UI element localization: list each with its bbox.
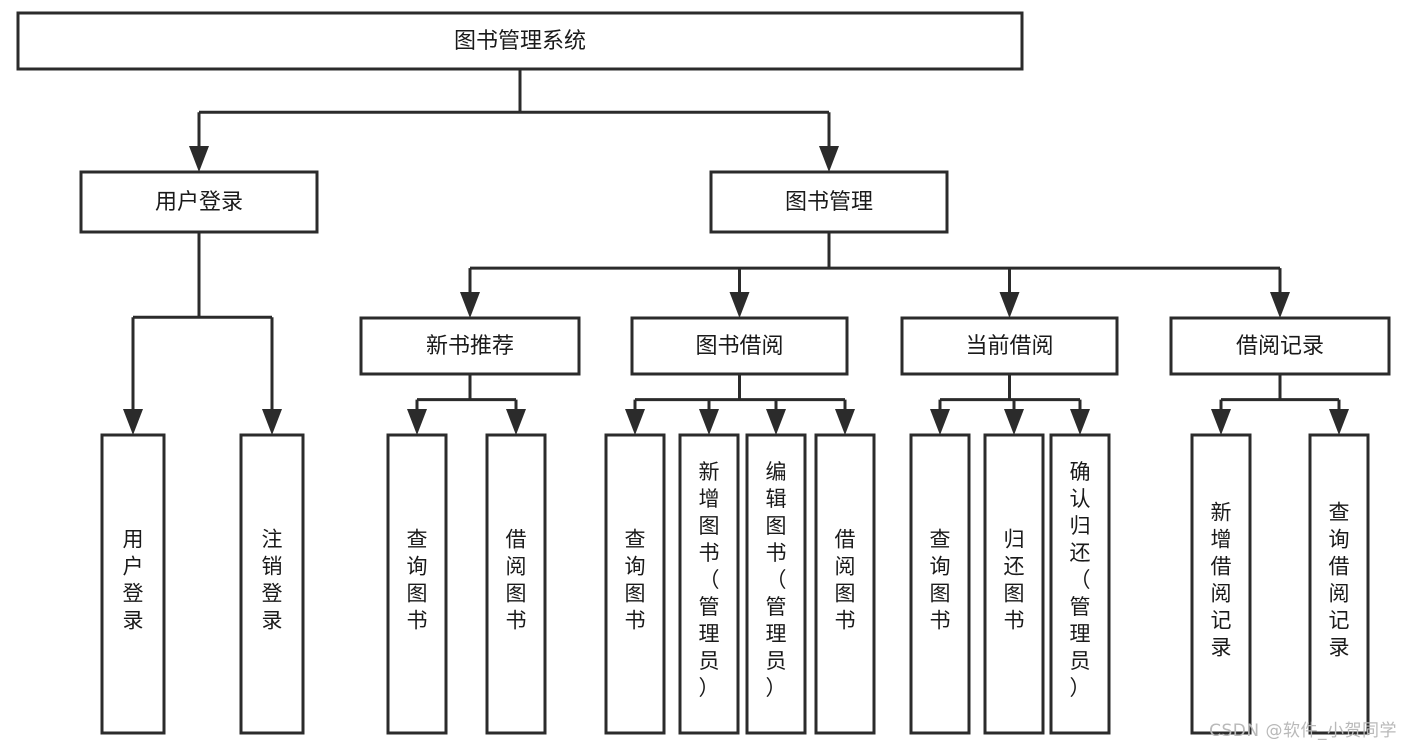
- node-leaf-borrow-book-1[interactable]: 借阅图书: [485, 433, 547, 735]
- node-label: 图书管理: [785, 190, 873, 215]
- node-new-book-rec[interactable]: 新书推荐: [359, 316, 581, 376]
- node-current-borrow[interactable]: 当前借阅: [900, 316, 1119, 376]
- node-box[interactable]: [630, 316, 849, 376]
- node-box[interactable]: [1308, 433, 1370, 735]
- node-book-borrow[interactable]: 图书借阅: [630, 316, 849, 376]
- node-label: 确认归还（管理员）: [1070, 460, 1091, 700]
- arrowhead-icon: [729, 292, 750, 318]
- node-leaf-edit-book[interactable]: 编辑图书（管理员）: [745, 433, 807, 735]
- node-leaf-add-record[interactable]: 新增借阅记录: [1190, 433, 1252, 735]
- node-label: 查询图书: [930, 528, 951, 633]
- arrowhead-icon: [189, 146, 209, 172]
- node-box[interactable]: [485, 433, 547, 735]
- arrowhead-icon: [1211, 409, 1231, 435]
- node-label: 查询图书: [407, 528, 428, 633]
- arrowhead-icon: [506, 409, 526, 435]
- connector-group: [460, 232, 1290, 318]
- node-label: 新增借阅记录: [1211, 501, 1232, 660]
- connector-group: [123, 232, 282, 435]
- node-box[interactable]: [1190, 433, 1252, 735]
- node-box[interactable]: [745, 433, 807, 735]
- arrowhead-icon: [1070, 409, 1090, 435]
- node-leaf-return-book[interactable]: 归还图书: [983, 433, 1045, 735]
- arrowhead-icon: [999, 292, 1020, 318]
- arrowhead-icon: [123, 409, 143, 435]
- connector-group: [625, 374, 855, 435]
- node-box[interactable]: [983, 433, 1045, 735]
- node-box[interactable]: [386, 433, 448, 735]
- node-label: 归还图书: [1004, 528, 1025, 633]
- node-box[interactable]: [100, 433, 166, 735]
- node-leaf-user-login[interactable]: 用户登录: [100, 433, 166, 735]
- node-box[interactable]: [678, 433, 740, 735]
- node-box[interactable]: [814, 433, 876, 735]
- node-leaf-query-book-1[interactable]: 查询图书: [386, 433, 448, 735]
- node-label: 编辑图书（管理员）: [766, 460, 787, 700]
- arrowhead-icon: [766, 409, 786, 435]
- arrowhead-icon: [625, 409, 645, 435]
- node-label: 新书推荐: [426, 334, 514, 359]
- node-leaf-query-book-2[interactable]: 查询图书: [604, 433, 666, 735]
- node-label: 图书借阅: [695, 334, 783, 359]
- arrowhead-icon: [930, 409, 950, 435]
- node-label: 新增图书（管理员）: [699, 460, 720, 700]
- arrowhead-icon: [1270, 292, 1290, 318]
- node-leaf-logout[interactable]: 注销登录: [239, 433, 305, 735]
- node-root[interactable]: 图书管理系统: [16, 11, 1024, 71]
- node-box[interactable]: [79, 170, 319, 234]
- node-label: 查询借阅记录: [1329, 501, 1350, 660]
- node-box[interactable]: [900, 316, 1119, 376]
- arrowhead-icon: [1004, 409, 1024, 435]
- node-leaf-confirm-return[interactable]: 确认归还（管理员）: [1049, 433, 1111, 735]
- connector-group: [189, 69, 839, 172]
- node-borrow-record[interactable]: 借阅记录: [1169, 316, 1391, 376]
- arrowhead-icon: [407, 409, 427, 435]
- arrowhead-icon: [835, 409, 855, 435]
- node-user-login[interactable]: 用户登录: [79, 170, 319, 234]
- node-label: 注销登录: [262, 528, 283, 633]
- node-box[interactable]: [1169, 316, 1391, 376]
- arrowhead-icon: [819, 146, 839, 172]
- node-leaf-borrow-book-2[interactable]: 借阅图书: [814, 433, 876, 735]
- node-label: 借阅记录: [1236, 334, 1324, 359]
- node-label: 图书管理系统: [454, 29, 586, 54]
- node-leaf-add-book[interactable]: 新增图书（管理员）: [678, 433, 740, 735]
- node-box[interactable]: [16, 11, 1024, 71]
- arrowhead-icon: [460, 292, 480, 318]
- node-label: 借阅图书: [506, 528, 527, 633]
- connector-group: [930, 374, 1090, 435]
- node-box[interactable]: [604, 433, 666, 735]
- node-layer: 图书管理系统用户登录图书管理新书推荐图书借阅当前借阅借阅记录用户登录注销登录查询…: [16, 11, 1391, 735]
- node-book-manage[interactable]: 图书管理: [709, 170, 949, 234]
- node-box[interactable]: [709, 170, 949, 234]
- node-label: 用户登录: [155, 190, 243, 215]
- node-label: 用户登录: [123, 528, 144, 633]
- node-box[interactable]: [239, 433, 305, 735]
- node-label: 借阅图书: [835, 528, 856, 633]
- arrowhead-icon: [699, 409, 719, 435]
- connector-layer: [123, 69, 1349, 435]
- connector-group: [1211, 374, 1349, 435]
- node-box[interactable]: [909, 433, 971, 735]
- node-leaf-query-record[interactable]: 查询借阅记录: [1308, 433, 1370, 735]
- arrowhead-icon: [1329, 409, 1349, 435]
- node-box[interactable]: [359, 316, 581, 376]
- node-label: 当前借阅: [965, 334, 1053, 359]
- node-leaf-query-book-3[interactable]: 查询图书: [909, 433, 971, 735]
- connector-group: [407, 374, 526, 435]
- node-box[interactable]: [1049, 433, 1111, 735]
- arrowhead-icon: [262, 409, 282, 435]
- node-label: 查询图书: [625, 528, 646, 633]
